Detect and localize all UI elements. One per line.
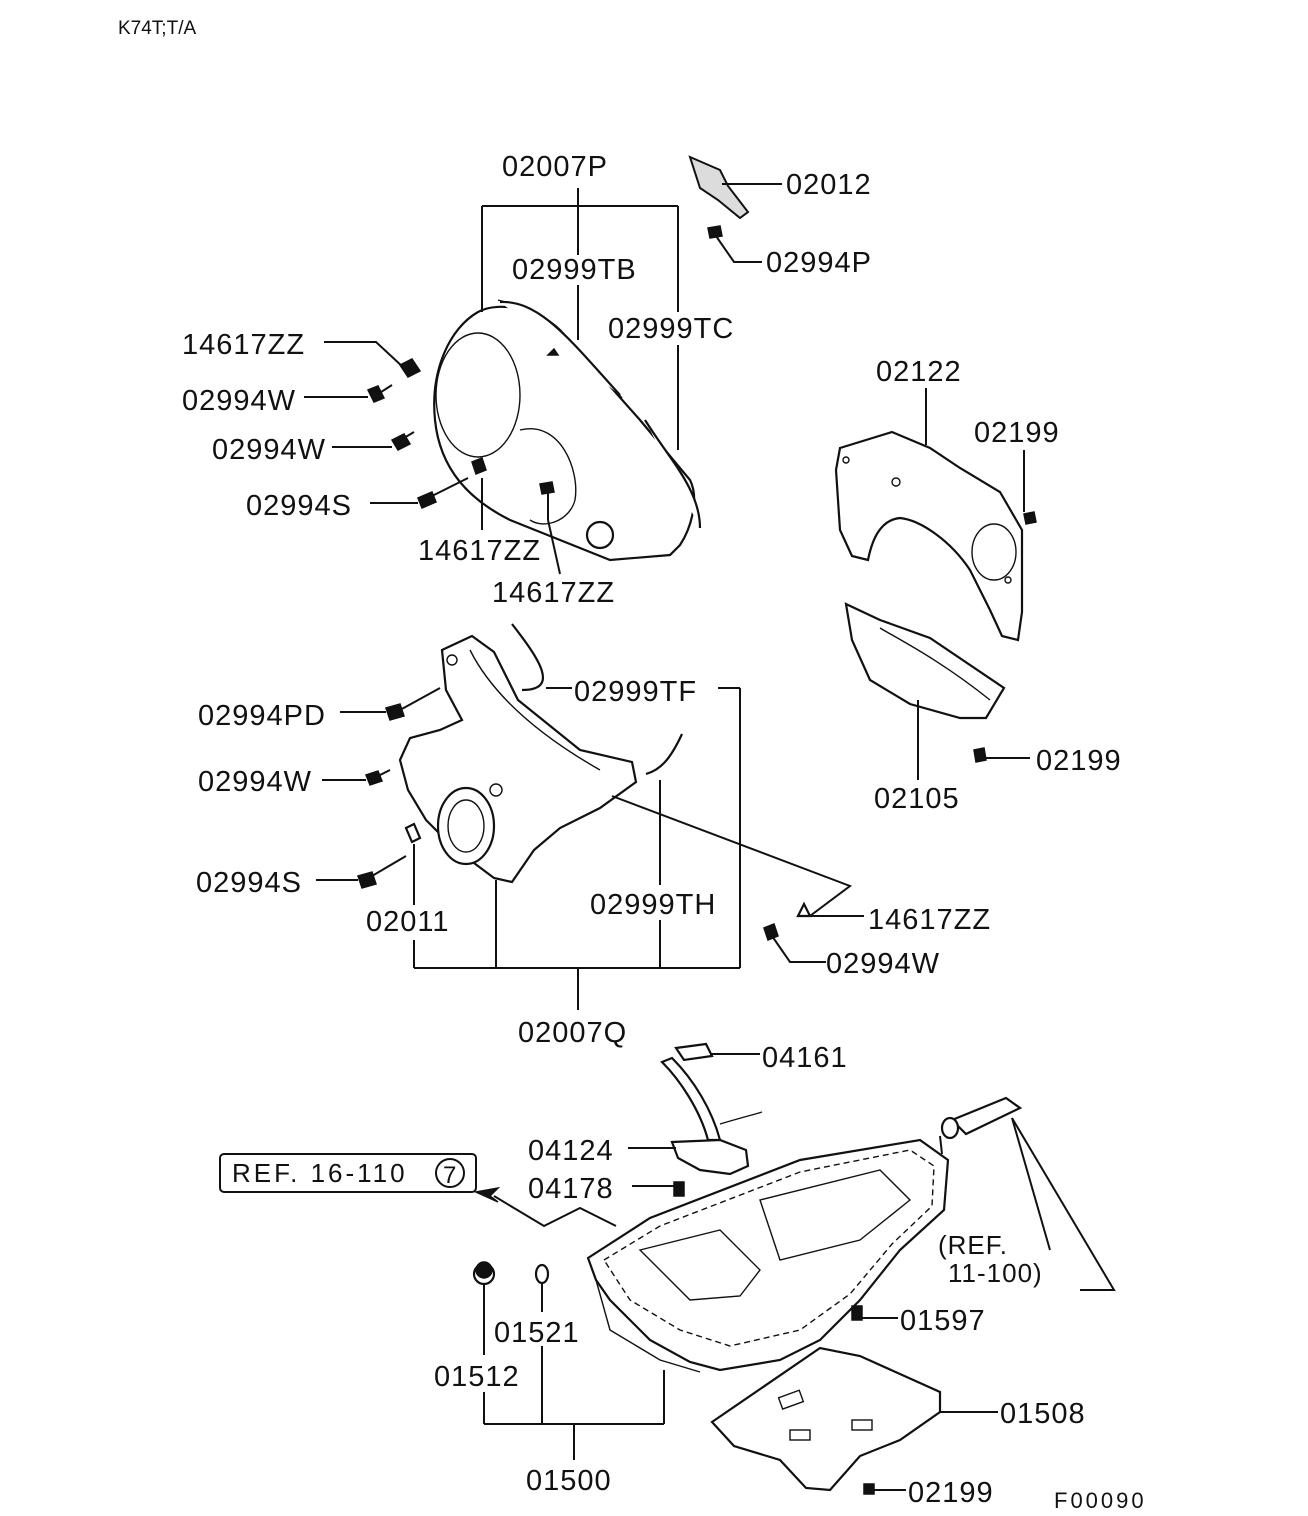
label-02999TF: 02999TF <box>574 676 697 708</box>
label-02199-a: 02199 <box>974 417 1060 449</box>
label-01521: 01521 <box>494 1317 580 1349</box>
baffle-01508 <box>710 1346 942 1492</box>
label-02999TH: 02999TH <box>590 889 716 921</box>
label-02994W-d: 02994W <box>826 948 940 980</box>
label-01500: 01500 <box>526 1465 612 1497</box>
cover-plate-02105 <box>844 602 1006 720</box>
label-14617ZZ-c: 14617ZZ <box>492 577 615 609</box>
label-14617ZZ-d: 14617ZZ <box>868 904 991 936</box>
label-02122: 02122 <box>876 356 962 388</box>
label-04124: 04124 <box>528 1135 614 1167</box>
ref-16-110-text: REF. 16-110 <box>232 1158 408 1188</box>
label-02011: 02011 <box>366 906 450 938</box>
figure-code: F00090 <box>1054 1488 1147 1513</box>
label-04178: 04178 <box>528 1173 614 1205</box>
label-01508: 01508 <box>1000 1398 1086 1430</box>
label-01512: 01512 <box>434 1361 520 1393</box>
label-ref-11-100-b: 11-100) <box>948 1258 1043 1288</box>
label-02994S-a: 02994S <box>246 490 352 522</box>
ref-circle-number: 7 <box>443 1162 457 1189</box>
label-02994W-c: 02994W <box>198 766 312 798</box>
label-02199-c: 02199 <box>908 1477 994 1509</box>
label-04161: 04161 <box>762 1042 848 1074</box>
leaders-pan <box>483 1053 1116 1491</box>
label-02007Q: 02007Q <box>518 1017 627 1049</box>
label-02012: 02012 <box>786 169 872 201</box>
leaders-lower <box>316 687 864 1010</box>
ref-16-110-box: REF. 16-110 7 <box>219 1153 477 1193</box>
oil-pickup <box>660 1042 763 1197</box>
lower-timing-cover <box>398 634 638 884</box>
ref-arrow <box>473 1186 617 1228</box>
label-02994PD: 02994PD <box>198 700 326 732</box>
label-02105: 02105 <box>874 783 960 815</box>
oil-level-gauge <box>939 1096 1023 1155</box>
label-02999TB: 02999TB <box>512 254 637 286</box>
label-02994W-b: 02994W <box>212 434 326 466</box>
label-02994P: 02994P <box>766 247 872 279</box>
leaders-right <box>917 388 1030 780</box>
bolts-upper-left <box>366 358 555 509</box>
label-14617ZZ-a: 14617ZZ <box>182 329 305 361</box>
label-14617ZZ-b: 14617ZZ <box>418 535 541 567</box>
label-ref-11-100-a: (REF. <box>938 1230 1008 1260</box>
label-02007P: 02007P <box>502 151 608 183</box>
model-code: K74T;T/A <box>118 18 196 39</box>
bracket-02012 <box>688 155 750 239</box>
label-02994W-a: 02994W <box>182 385 296 417</box>
leaders-upper <box>304 183 782 575</box>
drain-parts <box>472 1261 875 1495</box>
label-02994S-b: 02994S <box>196 867 302 899</box>
label-02199-b: 02199 <box>1036 745 1122 777</box>
label-01597: 01597 <box>900 1305 986 1337</box>
oil-pan <box>586 1138 950 1373</box>
rear-plate-02122 <box>834 430 1024 642</box>
bolts-lower-left <box>357 687 812 941</box>
label-02999TC: 02999TC <box>608 313 734 345</box>
